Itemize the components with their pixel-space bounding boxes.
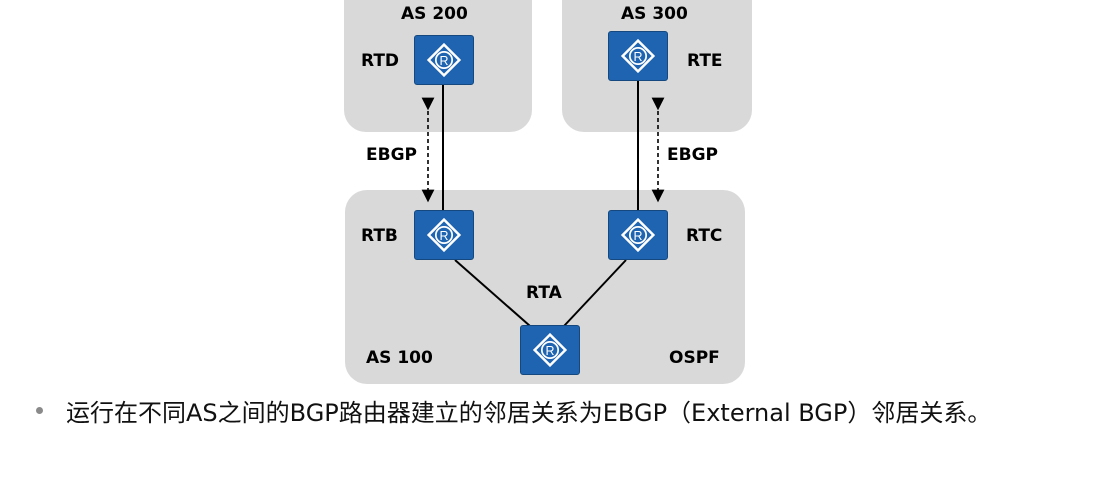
link-rtc-rta [563,259,627,327]
ebgp-label-right: EBGP [667,145,718,165]
router-rtc-icon: R [608,210,668,260]
router-letter: R [439,229,448,243]
rte-label: RTE [687,51,723,71]
rtd-label: RTD [361,51,400,71]
as300-label: AS 300 [621,4,688,24]
router-rte-icon: R [608,31,668,81]
ospf-label: OSPF [669,348,720,368]
router-letter: R [439,54,448,68]
router-letter: R [633,50,642,64]
router-letter: R [633,229,642,243]
bullet-dot [36,407,43,414]
router-rtb-icon: R [414,210,474,260]
ebgp-label-left: EBGP [366,145,417,165]
as200-label: AS 200 [401,4,468,24]
as100-label: AS 100 [366,348,433,368]
rtb-label: RTB [361,226,398,246]
router-rta-icon: R [520,325,580,375]
rta-label: RTA [526,283,562,303]
caption-text: 运行在不同AS之间的BGP路由器建立的邻居关系为EBGP（External BG… [66,399,992,427]
rtc-label: RTC [686,226,723,246]
router-letter: R [545,344,554,358]
router-rtd-icon: R [414,35,474,85]
link-rtb-rta [454,259,531,327]
